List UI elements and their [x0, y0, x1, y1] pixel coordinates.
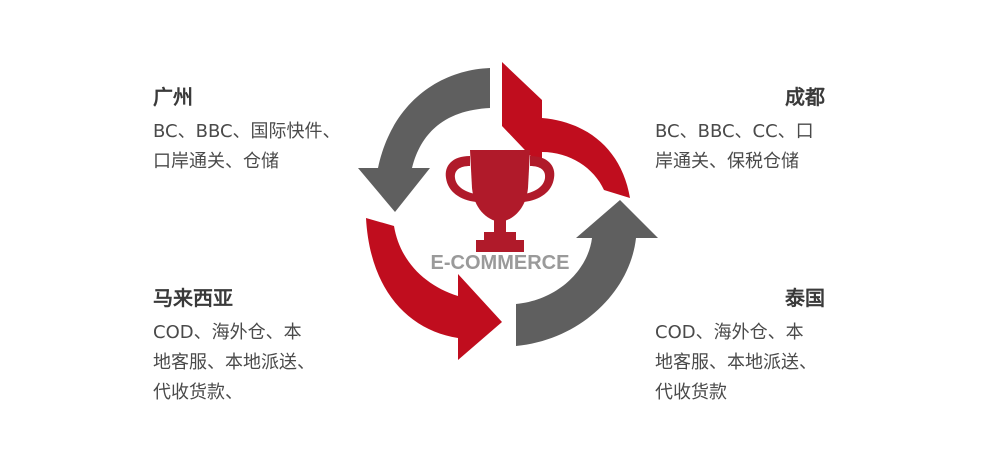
red-arrow-top-right	[502, 62, 630, 198]
red-arrow-bottom-left	[366, 218, 502, 360]
region-guangzhou: 广州 BC、BBC、国际快件、 口岸通关、仓储	[153, 85, 373, 177]
trophy-icon	[445, 150, 555, 252]
region-title: 广州	[153, 85, 193, 109]
region-title: 马来西亚	[153, 286, 233, 310]
region-body: COD、海外仓、本 地客服、本地派送、 代收货款、	[153, 318, 373, 408]
gray-arrow-top-left	[358, 68, 490, 212]
region-line: COD、海外仓、本	[655, 322, 804, 343]
region-line: COD、海外仓、本	[153, 322, 302, 343]
region-title: 泰国	[785, 286, 825, 310]
region-line: 口岸通关、仓储	[153, 151, 279, 172]
region-title: 成都	[785, 85, 825, 109]
cycle-diagram	[358, 62, 658, 360]
region-chengdu: 成都 BC、BBC、CC、口 岸通关、保税仓储	[655, 85, 855, 177]
region-line: BC、BBC、国际快件、	[153, 121, 341, 142]
region-line: 地客服、本地派送、	[153, 352, 315, 373]
region-line: BC、BBC、CC、口	[655, 121, 814, 142]
region-body: COD、海外仓、本 地客服、本地派送、 代收货款	[655, 318, 855, 408]
center-label: E-COMMERCE	[430, 252, 570, 274]
region-body: BC、BBC、国际快件、 口岸通关、仓储	[153, 117, 373, 177]
region-malaysia: 马来西亚 COD、海外仓、本 地客服、本地派送、 代收货款、	[153, 286, 373, 408]
region-line: 岸通关、保税仓储	[655, 151, 799, 172]
region-body: BC、BBC、CC、口 岸通关、保税仓储	[655, 117, 855, 177]
region-line: 代收货款、	[153, 382, 243, 403]
region-line: 地客服、本地派送、	[655, 352, 817, 373]
gray-arrow-bottom-right	[516, 200, 658, 346]
region-thailand: 泰国 COD、海外仓、本 地客服、本地派送、 代收货款	[655, 286, 855, 408]
region-line: 代收货款	[655, 382, 727, 403]
